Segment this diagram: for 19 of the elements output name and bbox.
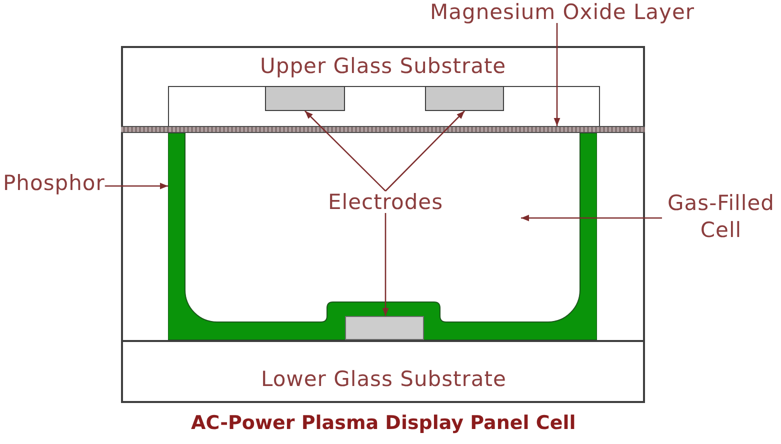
- glass-layer: [121, 340, 645, 403]
- electrode: [265, 86, 345, 111]
- leader-line: [382, 213, 389, 316]
- oxide-layer: [121, 126, 645, 133]
- callout-label: Phosphor: [3, 172, 105, 194]
- leader-line: [304, 110, 386, 192]
- phosphor-layer: [168, 133, 597, 340]
- leader-line: [104, 182, 168, 190]
- electrode: [425, 86, 504, 111]
- callout-label: Gas-Filled Cell: [662, 190, 780, 244]
- layer-label: Upper Glass Substrate: [260, 55, 506, 77]
- leader-line: [385, 110, 465, 192]
- electrode: [345, 316, 424, 340]
- callout-label: Electrodes: [328, 191, 444, 213]
- leader-line: [521, 214, 662, 222]
- callout-label: Magnesium Oxide Layer: [430, 1, 695, 23]
- caption: AC-Power Plasma Display Panel Cell: [191, 412, 576, 434]
- leader-line: [554, 23, 560, 126]
- layer-label: Lower Glass Substrate: [261, 368, 506, 390]
